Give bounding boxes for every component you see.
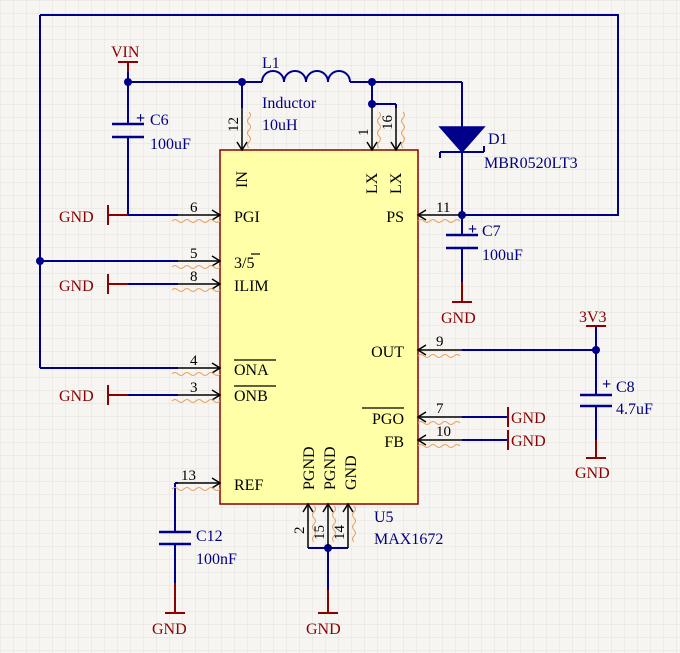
- capacitor-c12[interactable]: [159, 530, 191, 546]
- c6-polarity: +: [136, 110, 145, 127]
- gnd-label-ic: GND: [306, 621, 341, 638]
- gnd-label-pgi: GND: [59, 209, 94, 226]
- gnd-symbol-ic[interactable]: [318, 590, 338, 614]
- c12-value: 100nF: [196, 551, 237, 568]
- vin-label: VIN: [111, 44, 140, 61]
- pin-num-lx1: 1: [356, 129, 372, 137]
- diode-d1[interactable]: [438, 126, 486, 158]
- ic-pins: [178, 108, 462, 548]
- gnd-symbol-c12[interactable]: [165, 583, 185, 614]
- pin-num-ilim: 8: [190, 269, 198, 285]
- gnd-label-c12: GND: [152, 621, 187, 638]
- pin-num-fb: 10: [436, 424, 451, 440]
- gnd-label-fb: GND: [511, 433, 546, 450]
- c6-designator: C6: [150, 112, 169, 129]
- pin-label-ilim: ILIM: [234, 278, 269, 295]
- pin-num-out: 9: [436, 334, 444, 350]
- pin-num-sel: 5: [190, 246, 198, 262]
- pin-num-ona: 4: [190, 353, 198, 369]
- u5-designator: U5: [374, 509, 394, 526]
- overbars: [234, 253, 404, 409]
- junctions: [36, 78, 600, 552]
- c7-value: 100uF: [482, 247, 523, 264]
- d1-designator: D1: [488, 131, 508, 148]
- gnd-label-onb: GND: [59, 388, 94, 405]
- pin-num-pgo: 7: [436, 401, 444, 417]
- inductor-l1[interactable]: [261, 70, 352, 83]
- pin-label-ref: REF: [234, 477, 263, 494]
- d1-value: MBR0520LT3: [484, 155, 578, 172]
- pin-num-ps: 11: [436, 200, 450, 216]
- gnd-symbol-ilim[interactable]: [107, 274, 128, 294]
- capacitor-c7[interactable]: [446, 228, 478, 250]
- pin-label-pgo: PGO: [372, 411, 404, 428]
- gnd-label-ilim: GND: [59, 278, 94, 295]
- pin-labels: PGI 3/5 ILIM ONA ONB REF PS OUT PGO FB I…: [234, 171, 405, 494]
- drc-markers: [171, 111, 461, 543]
- l1-value: 10uH: [262, 117, 298, 134]
- pin-label-lx2: LX: [388, 172, 405, 194]
- pin-label-pgnd2: PGND: [322, 446, 339, 490]
- pin-label-lx1: LX: [364, 172, 381, 194]
- c7-polarity: +: [468, 221, 477, 238]
- c6-value: 100uF: [150, 136, 191, 153]
- gnd-label-c7: GND: [441, 310, 476, 327]
- c7-designator: C7: [482, 223, 501, 240]
- pin-label-fb: FB: [384, 434, 404, 451]
- c12-designator: C12: [196, 528, 223, 545]
- pin-label-ps: PS: [386, 209, 404, 226]
- gnd-label-pgo: GND: [511, 410, 546, 427]
- gnd-label-c8: GND: [575, 465, 610, 482]
- pin-num-in: 12: [226, 117, 242, 132]
- pin-num-onb: 3: [190, 380, 198, 396]
- pin-label-out: OUT: [371, 344, 404, 361]
- c8-designator: C8: [616, 379, 635, 396]
- gnd-symbol-c7[interactable]: [452, 282, 472, 303]
- u5-part-number: MAX1672: [374, 531, 443, 548]
- l1-type: Inductor: [262, 95, 317, 112]
- pin-label-onb: ONB: [234, 388, 268, 405]
- pin-num-lx2: 16: [380, 115, 396, 131]
- pin-num-gnd: 14: [332, 525, 348, 541]
- vin-power-symbol[interactable]: [118, 61, 138, 72]
- pin-label-in: IN: [234, 171, 251, 188]
- pin-num-ref: 13: [181, 468, 196, 484]
- gnd-symbol-pgi[interactable]: [107, 205, 128, 225]
- pin-num-pgi: 6: [190, 200, 198, 216]
- gnd-symbol-c8[interactable]: [586, 440, 606, 459]
- gnd-symbol-onb[interactable]: [107, 385, 128, 405]
- l1-designator: L1: [262, 55, 280, 72]
- pin-num-pgnd2: 15: [312, 525, 328, 540]
- pin-label-sel: 3/5: [234, 255, 254, 272]
- c8-polarity: +: [602, 376, 611, 393]
- ic-u5-body[interactable]: [219, 149, 419, 505]
- pin-label-pgnd1: PGND: [301, 446, 318, 490]
- pin-label-pgi: PGI: [234, 209, 260, 226]
- pin-label-ona: ONA: [234, 362, 269, 379]
- v3v3-label: 3V3: [579, 309, 607, 326]
- pin-numbers: 6 5 8 4 3 13 11 9 7 10 12 1 16 2 15 14: [181, 115, 451, 541]
- c8-value: 4.7uF: [616, 401, 653, 418]
- pin-num-pgnd1: 2: [292, 527, 308, 535]
- capacitor-c6[interactable]: [112, 122, 144, 144]
- pin-label-gnd: GND: [343, 455, 360, 490]
- capacitor-c8[interactable]: [580, 393, 612, 408]
